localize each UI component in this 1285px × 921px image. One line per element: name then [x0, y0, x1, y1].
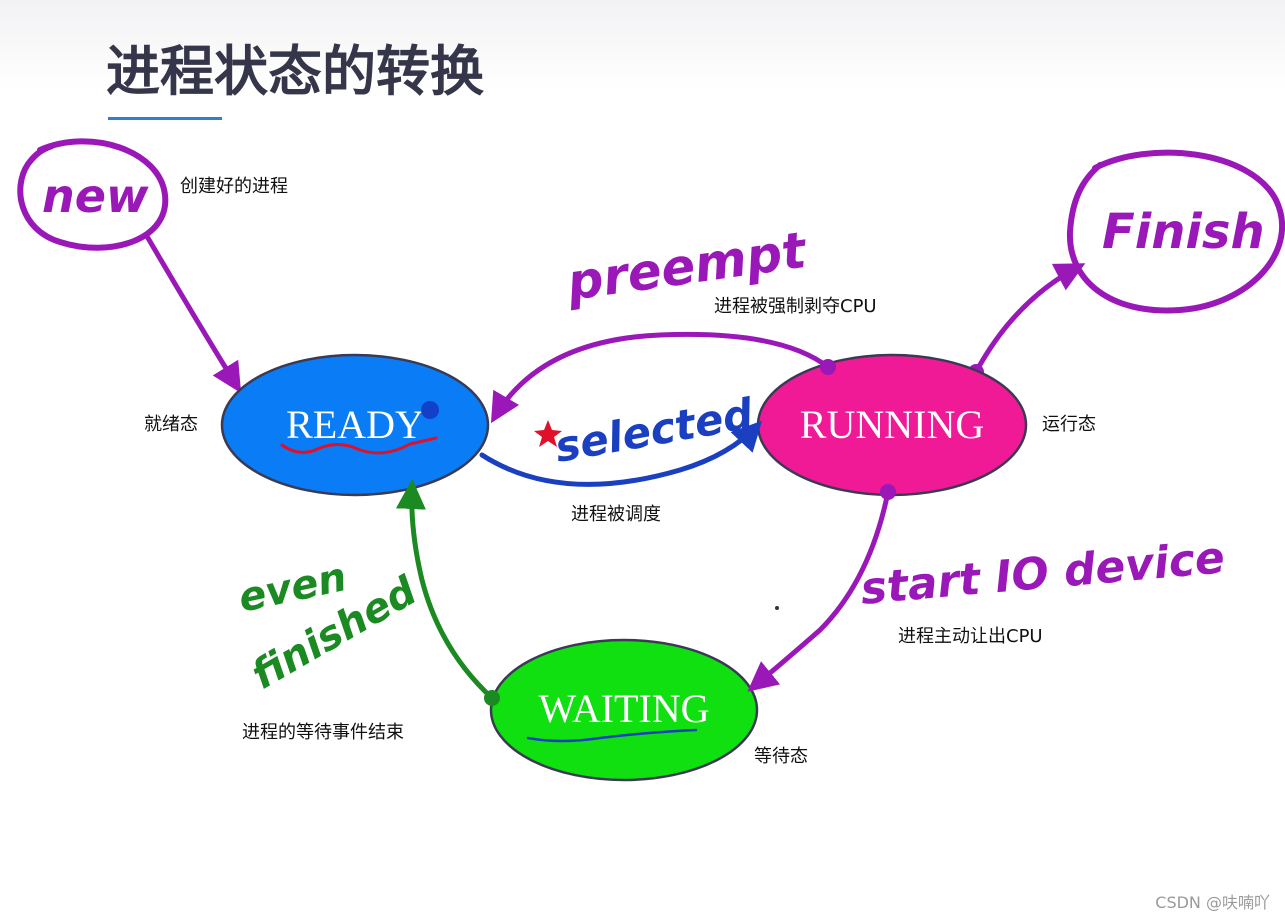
state-finish: Finish	[1066, 149, 1285, 314]
arrow-tail-dot	[880, 484, 896, 500]
ready-ellipse	[220, 353, 490, 497]
purple-arrow-icon	[490, 331, 831, 424]
running-state-label: RUNNING	[800, 402, 984, 447]
finish-state-label: Finish	[1102, 204, 1265, 260]
ready-state-note: 就绪态	[144, 414, 198, 435]
ready-state-label: READY	[286, 402, 424, 447]
arrow-tail-dot	[484, 690, 500, 706]
new-state-label: new	[42, 169, 149, 223]
waiting-state-note: 等待态	[754, 746, 808, 767]
ink-speck	[775, 606, 779, 610]
state-new: new	[17, 138, 169, 251]
purple-arrow-icon	[145, 235, 242, 394]
purple-arrow-icon	[747, 489, 891, 692]
even-finished-note: 进程的等待事件结束	[242, 722, 404, 743]
start-io-note: 进程主动让出CPU	[898, 626, 1043, 647]
finish-circle-outline	[1066, 149, 1285, 314]
state-ready: READY	[220, 353, 490, 497]
waiting-state-label: WAITING	[538, 686, 709, 731]
new-circle-outline	[17, 138, 169, 251]
blue-underline	[526, 728, 698, 743]
red-star-icon	[534, 420, 562, 447]
watermark: CSDN @呋喃吖	[1155, 893, 1270, 912]
state-waiting: WAITING	[489, 638, 759, 782]
purple-arrow-icon	[973, 263, 1086, 375]
selected-handwritten: selected	[551, 389, 757, 472]
red-underline	[280, 436, 438, 455]
green-arrow-icon	[395, 479, 495, 701]
ink-dot	[421, 401, 439, 419]
new-state-note: 创建好的进程	[180, 176, 288, 197]
running-state-note: 运行态	[1042, 414, 1096, 435]
start-io-handwritten: start IO device	[859, 532, 1227, 615]
state-running: RUNNING	[756, 353, 1028, 497]
title-underline	[108, 117, 222, 120]
preempt-note: 进程被强制剥夺CPU	[714, 296, 877, 317]
waiting-ellipse	[489, 638, 759, 782]
blue-arrow-icon	[479, 420, 763, 487]
selected-note: 进程被调度	[571, 504, 661, 525]
arrow-tail-dot	[820, 359, 836, 375]
page-title: 进程状态的转换	[106, 40, 484, 103]
